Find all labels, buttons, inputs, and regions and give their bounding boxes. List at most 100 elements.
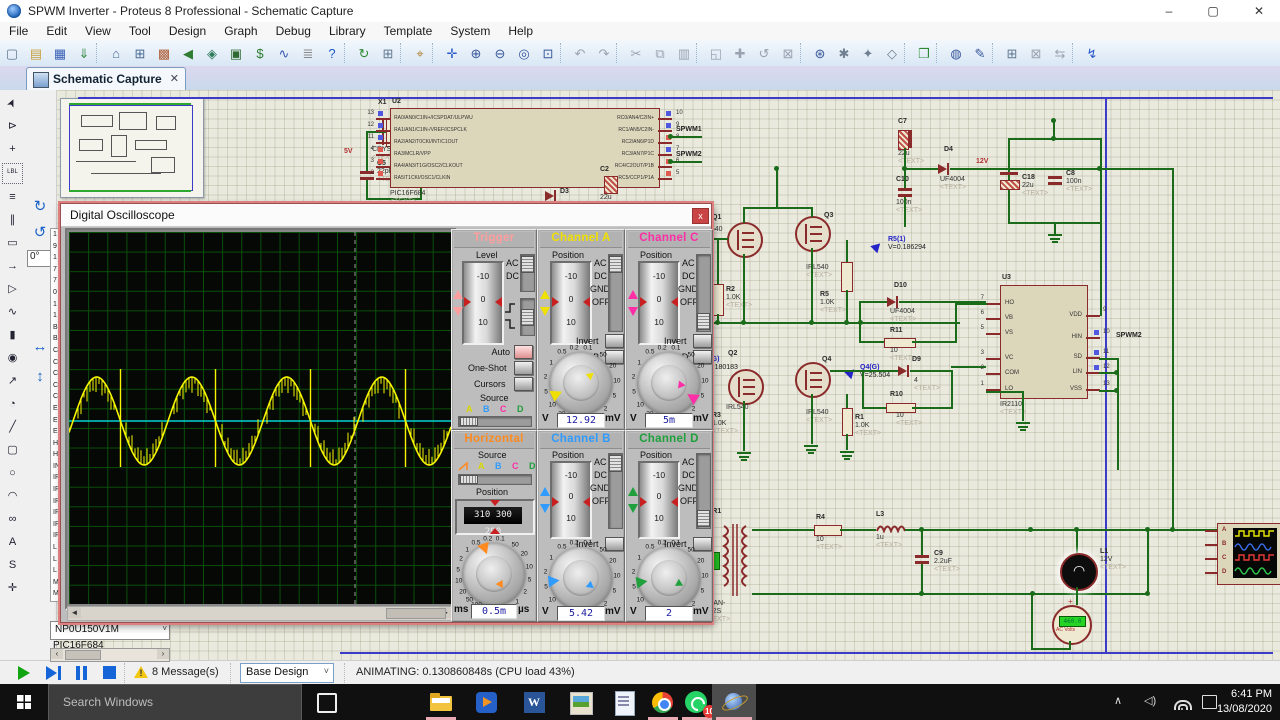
toolbar-icon-pan[interactable]: ✛ (446, 46, 458, 61)
2d-arc-icon[interactable]: ◠ (7, 490, 18, 502)
component-mode-icon[interactable]: ⊳ (7, 120, 18, 132)
device-pins-mode-icon[interactable]: ▷ (8, 283, 17, 295)
toolbar-icon-toggle-grid[interactable]: ⊞ (382, 46, 394, 61)
trigger-level-slider[interactable]: -10 0 10 (462, 261, 504, 345)
toolbar-icon-highlight-net[interactable]: ❒ (918, 46, 930, 61)
resistor-r2[interactable] (712, 284, 724, 316)
virtual-instruments-mode-icon[interactable]: ◔ (9, 398, 16, 410)
oscilloscope-close-button[interactable]: x (692, 208, 709, 224)
channel-a-gain-knob[interactable]: 0.50.20.1125102050201052 (543, 344, 621, 417)
taskbar-search-input[interactable]: Search Windows (48, 684, 302, 720)
ac-voltmeter[interactable]: 460.0 AC Volts + (1052, 597, 1092, 645)
taskbar-app-proteus[interactable] (712, 684, 756, 720)
start-button[interactable] (0, 684, 48, 720)
capacitor-c18[interactable] (1000, 180, 1020, 190)
diode-d4[interactable] (938, 164, 947, 174)
close-button[interactable]: ✕ (1253, 4, 1265, 18)
menu-system[interactable]: System (450, 24, 491, 38)
object-selector-scrollbar[interactable]: ‹ › (50, 648, 170, 662)
menu-tool[interactable]: Tool (128, 24, 151, 38)
toolbar-icon-property-assignment[interactable]: ✎ (974, 46, 986, 61)
channel-b-position-slider[interactable]: -10 0 10 (550, 461, 592, 539)
trigger-auto-button[interactable] (514, 345, 533, 359)
toolbar-icon-previous-view[interactable]: ◀ (183, 46, 193, 61)
volume-icon[interactable]: ◁) (1144, 695, 1157, 707)
menu-view[interactable]: View (85, 24, 111, 38)
channel-d-coupling-slider[interactable] (696, 453, 711, 529)
capacitor-c7[interactable] (898, 130, 909, 150)
resistor-r11[interactable] (884, 338, 916, 348)
mosfet-q4[interactable] (795, 362, 831, 398)
channel-d-position-arrows[interactable] (628, 487, 638, 513)
channel-a-sum-button[interactable] (605, 350, 624, 364)
mosfet-q1[interactable] (727, 222, 763, 258)
simulate-step-button[interactable] (46, 666, 57, 680)
2d-marker-icon[interactable]: ✛ (7, 582, 18, 594)
channel-d-gain-knob[interactable]: 0.50.20.1125102050201052 (631, 539, 709, 612)
trigger-cursors-button[interactable] (514, 377, 533, 391)
toolbar-icon-help[interactable]: ? (328, 46, 336, 61)
scroll-left-icon[interactable]: ◄ (68, 607, 81, 618)
menu-debug[interactable]: Debug (275, 24, 311, 38)
simulate-pause-button[interactable] (76, 666, 80, 680)
toolbar-icon-new-sheet[interactable]: ⊞ (1006, 46, 1018, 61)
menu-file[interactable]: File (9, 24, 29, 38)
toolbar-icon-pcb-layout[interactable]: ▩ (157, 46, 171, 61)
simulate-stop-button[interactable] (103, 666, 116, 679)
menu-design[interactable]: Design (168, 24, 207, 38)
object-selector-next-item[interactable]: PIC16F684 (53, 640, 104, 651)
toolbar-icon-make-device[interactable]: ✱ (838, 46, 850, 61)
taskbar-app-chrome[interactable] (644, 684, 682, 720)
scope-horizontal-scrollbar[interactable]: ◄ ► (67, 606, 453, 621)
2d-text-icon[interactable]: A (8, 536, 17, 548)
2d-circle-icon[interactable]: ○ (9, 467, 16, 479)
horizontal-position-display[interactable]: 310 300 290 (455, 499, 535, 537)
channel-c-position-arrows[interactable] (628, 290, 638, 316)
toolbar-icon-graph-mode[interactable]: ∿ (278, 46, 290, 61)
object-selector-selected[interactable]: NP0U150V1M ˅ (50, 621, 170, 640)
toolbar-icon-search-components[interactable]: ◍ (950, 46, 962, 61)
buses-mode-icon[interactable]: ∥ (9, 214, 16, 226)
2d-line-icon[interactable]: ╱ (9, 421, 16, 433)
horizontal-source-slider[interactable] (458, 474, 532, 485)
menu-template[interactable]: Template (383, 24, 433, 38)
trigger-level-arrows[interactable] (453, 290, 463, 316)
channel-c-sum-button[interactable] (693, 350, 712, 364)
lamp-l1[interactable]: ◠ (1060, 553, 1098, 591)
design-selector-combo[interactable]: Base Design ˅ (240, 663, 334, 683)
capacitor-c9[interactable] (915, 555, 929, 558)
tape-recorder-mode-icon[interactable]: ▮ (9, 329, 16, 341)
toolbar-icon-open-project[interactable]: ▤ (29, 46, 43, 61)
diode-d3[interactable] (545, 191, 554, 201)
toolbar-icon-design-explorer[interactable]: ▣ (229, 46, 243, 61)
channel-c-invert-button[interactable] (693, 334, 712, 348)
channel-a-position-arrows[interactable] (540, 290, 550, 316)
toolbar-icon-pick-parts[interactable]: ⊛ (814, 46, 826, 61)
trigger-one-shot-button[interactable] (514, 361, 533, 375)
resistor-r4[interactable] (814, 525, 842, 536)
toolbar-icon-zoom-all[interactable]: ◎ (518, 46, 530, 61)
toolbar-icon-paste[interactable]: ▥ (677, 46, 691, 61)
graph-mode-icon[interactable]: ∿ (7, 306, 18, 318)
channel-d-position-slider[interactable]: -10 0 10 (638, 461, 680, 539)
menu-graph[interactable]: Graph (224, 24, 258, 38)
channel-b-gain-knob[interactable]: 0.50.20.1125102050201052 (543, 539, 621, 612)
selection-mode-icon[interactable]: ➤ (4, 96, 20, 111)
taskbar-app-notepad[interactable] (606, 684, 644, 720)
scroll-thumb[interactable] (386, 608, 446, 619)
channel-a-coupling-slider[interactable] (608, 254, 623, 332)
scroll-thumb[interactable] (65, 650, 101, 660)
inductor-l3[interactable] (876, 521, 906, 533)
mcu-u2[interactable] (390, 108, 660, 188)
tab-close-icon[interactable]: ✕ (169, 73, 179, 85)
simulate-play-button[interactable] (18, 666, 30, 680)
resistor-r1[interactable] (842, 408, 853, 436)
rotate-ccw-icon[interactable]: ↺ (33, 224, 47, 241)
channel-c-position-slider[interactable]: -10 0 10 (638, 261, 680, 345)
toolbar-icon-zoom-out[interactable]: ⊖ (494, 46, 506, 61)
taskbar-app-whatsapp[interactable]: 10 (678, 684, 716, 720)
oscilloscope-title-bar[interactable]: Digital Oscilloscope (61, 204, 711, 227)
toolbar-icon-electrical-rule-check[interactable]: ↯ (1086, 46, 1098, 61)
toolbar-icon-decompose[interactable]: ◇ (887, 46, 897, 61)
minimize-button[interactable]: – (1165, 4, 1173, 18)
